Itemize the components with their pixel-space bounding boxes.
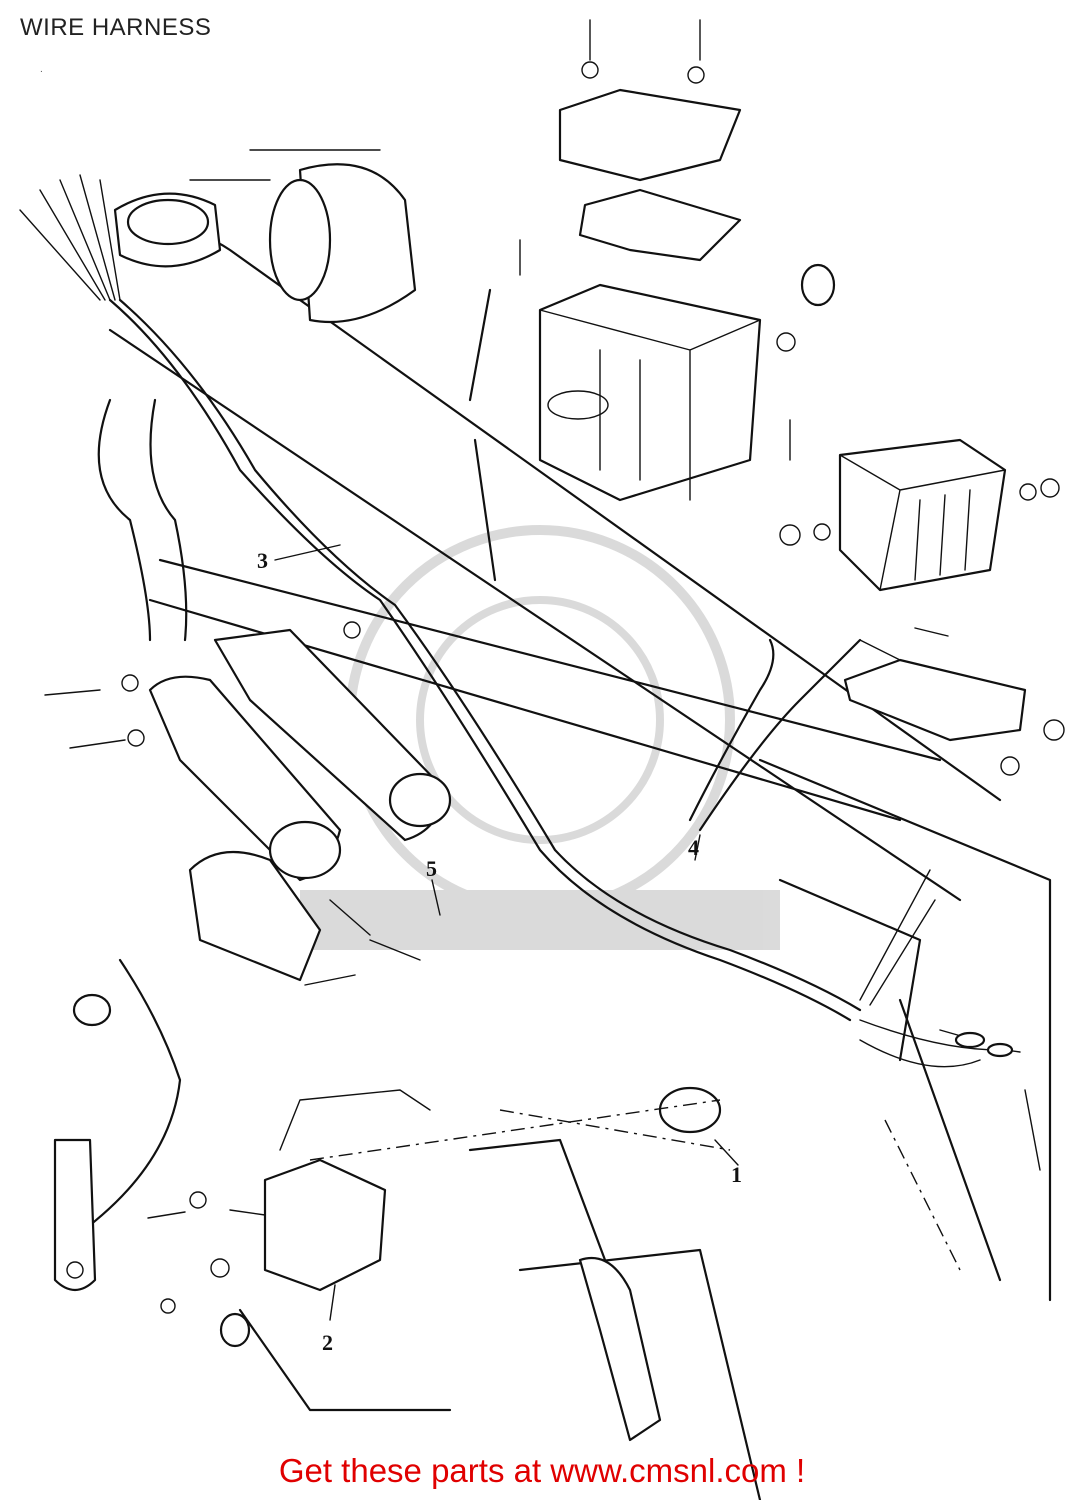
wire-harness-main [19, 174, 1001, 1068]
diagram-title: WIRE HARNESS [20, 14, 212, 41]
callout-3: 3 [257, 548, 268, 573]
connector-plugs [329, 899, 1041, 1171]
callout-leaders [274, 544, 739, 1321]
battery-cables [68, 288, 497, 1412]
ignition-coil-front [148, 675, 342, 882]
leader-lines [309, 1099, 961, 1271]
callout-2: 2 [322, 1330, 333, 1355]
hardware-bolts [44, 239, 1065, 1348]
stray-mark: . [40, 64, 43, 75]
starter-relay [229, 1089, 431, 1292]
callout-5: 5 [426, 856, 437, 881]
side-bracket [843, 658, 1027, 742]
battery [538, 283, 762, 502]
horn [189, 149, 417, 324]
frame-main-tube [97, 192, 1002, 902]
ignition-coil-rear [213, 628, 452, 842]
ground-strap [53, 1138, 97, 1292]
ignition-switch [578, 1086, 722, 1442]
condenser [188, 850, 322, 982]
footer-link-text[interactable]: Get these parts at www.cmsnl.com ! [278, 1452, 806, 1489]
callout-4: 4 [688, 835, 699, 860]
callout-1: 1 [731, 1162, 742, 1187]
battery-bracket [558, 19, 742, 262]
frame-lower-section [468, 758, 1052, 1500]
fuse-box [838, 438, 1007, 592]
